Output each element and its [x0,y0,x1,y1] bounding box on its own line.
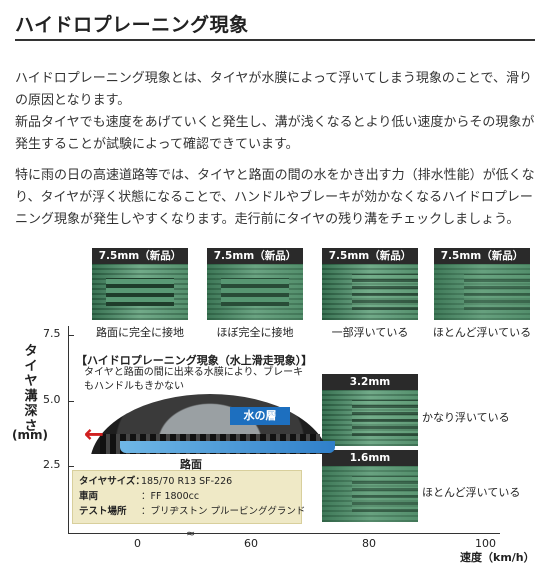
x-axis-line [68,533,500,534]
diagram-description: タイヤと路面の間に出来る水膜により、ブレーキもハンドルもきかない [84,367,304,392]
tire-contact-image [322,466,418,522]
x-tick-label: 80 [362,537,376,550]
direction-arrow-icon: ← [84,420,105,448]
spec-row: 車両：FF 1800cc [79,491,200,502]
y-tick-mark [68,401,74,402]
thumb-caption: ほとんど浮いている [422,486,521,499]
spec-row: テスト場所：ブリヂストン プルービンググランド [79,506,306,517]
y-axis-line [68,326,69,533]
warning-paragraph: 特に雨の日の高速道路等では、タイヤと路面の間の水をかき出す力（排水性能）が低くな… [15,168,535,227]
y-tick-label: 2.5 [43,458,61,471]
title-underline [15,39,535,41]
y-tick-mark [68,335,74,336]
thumb-depth-label: 3.2mm [322,374,418,390]
y-axis-label: タ イ ヤ 溝 深 さ [24,344,38,434]
thumb-1mm: 1.6mm [322,450,418,522]
thumb-depth-label: 7.5mm（新品） [434,248,530,264]
thumb-caption: かなり浮いている [422,411,510,424]
y-tick-label: 5.0 [43,393,61,406]
tire-contact-image [322,264,418,320]
thumb-depth-label: 1.6mm [322,450,418,466]
thumb-0kmh: 7.5mm（新品） [92,248,188,320]
thumb-depth-label: 7.5mm（新品） [207,248,303,264]
x-tick-label: 60 [244,537,258,550]
thumb-60kmh: 7.5mm（新品） [207,248,303,320]
water-layer [120,441,335,453]
thumb-caption: ほとんど浮いている [432,326,532,339]
x-tick-label: 100 [475,537,496,550]
tire-contact-image [434,264,530,320]
y-tick-label: 7.5 [43,327,61,340]
thumb-80kmh: 7.5mm（新品） [322,248,418,320]
tire-contact-image [322,390,418,446]
test-spec-box: タイヤサイズ：185/70 R13 SF-226 車両：FF 1800cc テス… [72,470,306,524]
thumb-depth-label: 7.5mm（新品） [322,248,418,264]
intro-paragraph: ハイドロプレーニング現象とは、タイヤが水膜によって浮いてしまう現象のことで、滑り… [15,68,537,156]
x-axis-unit: 速度（km/h） [460,551,535,564]
thumb-100kmh: 7.5mm（新品） [434,248,530,320]
thumb-caption: 路面に完全に接地 [96,326,184,339]
tire-contact-image [207,264,303,320]
thumb-caption: 一部浮いている [331,326,409,339]
diagram-title: 【ハイドロプレーニング現象（水上滑走現象）】 [76,354,313,367]
thumb-caption: ほぼ完全に接地 [216,326,294,339]
road-label: 路面 [180,458,202,471]
spec-row: タイヤサイズ：185/70 R13 SF-226 [79,476,233,487]
water-layer-label: 水の層 [230,407,290,425]
x-tick-label: 0 [134,537,141,550]
thumb-depth-label: 7.5mm（新品） [92,248,188,264]
hydroplaning-figure: 7.5mm（新品） 路面に完全に接地 7.5mm（新品） ほぼ完全に接地 7.5… [10,244,542,574]
tire-contact-image [92,264,188,320]
page-title: ハイドロプレーニング現象 [15,14,249,36]
intro-line-2: 新品タイヤでも速度をあげていくと発生し、溝が浅くなるとより低い速度からその現象が… [15,115,535,152]
thumb-3mm: 3.2mm [322,374,418,446]
y-axis-unit: (mm) [12,428,48,442]
intro-line-1: ハイドロプレーニング現象とは、タイヤが水膜によって浮いてしまう現象のことで、滑り… [15,71,533,108]
axis-break-icon: ≈ [186,527,196,540]
y-tick-mark [68,466,74,467]
